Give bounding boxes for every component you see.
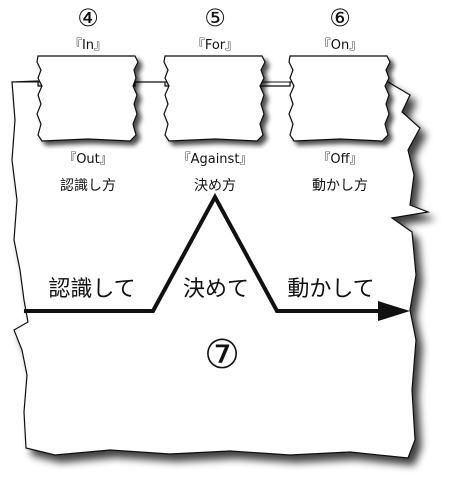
top-label-on: 『On』 — [318, 38, 362, 53]
caption-decide: 決め方 — [194, 178, 236, 194]
flow-label-decide: 決めて — [183, 277, 249, 302]
caption-move: 動かし方 — [312, 178, 368, 194]
bottom-label-out: 『Out』 — [63, 152, 113, 167]
caption-recognize: 認識し方 — [60, 178, 116, 194]
top-label-in: 『In』 — [69, 38, 107, 53]
bottom-label-off: 『Off』 — [317, 152, 362, 167]
flow-arrowhead — [378, 301, 410, 321]
column-number-4: ④ — [77, 4, 99, 32]
column-number-5: ⑤ — [204, 4, 226, 32]
box-in-out — [36, 55, 139, 142]
flow-label-recognize: 認識して — [48, 277, 135, 302]
main-number-7: ⑦ — [204, 332, 240, 378]
column-number-6: ⑥ — [329, 4, 351, 32]
flow-line — [24, 192, 380, 313]
paper-sheet — [11, 80, 431, 459]
top-label-for: 『For』 — [192, 38, 238, 53]
box-on-off — [288, 55, 391, 142]
box-for-against — [163, 55, 266, 142]
bottom-label-against: 『Against』 — [178, 152, 253, 167]
flow-label-move: 動かして — [287, 277, 374, 302]
